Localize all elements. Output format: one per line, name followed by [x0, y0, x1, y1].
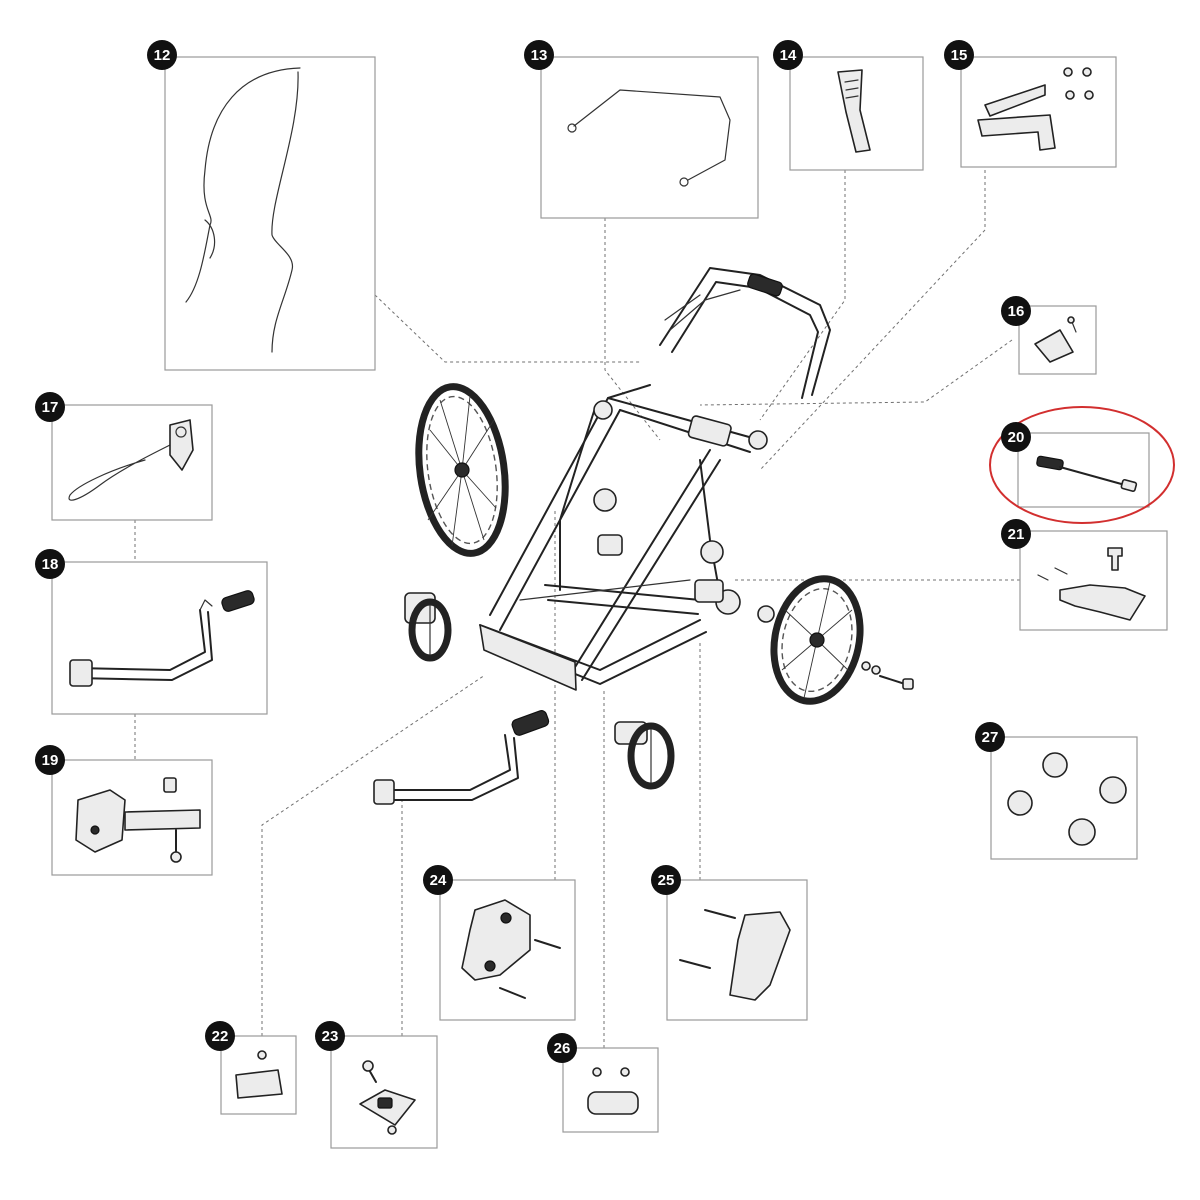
callout-badge-18: 18	[35, 549, 65, 579]
callout-number: 20	[1008, 429, 1025, 446]
callout-badge-14: 14	[773, 40, 803, 70]
highlight-circle-20	[989, 406, 1175, 524]
callout-badge-circle	[1001, 422, 1031, 452]
callout-badge-25: 25	[651, 865, 681, 895]
callout-number: 13	[531, 47, 548, 64]
part-box-12	[164, 56, 376, 371]
callout-number: 27	[982, 729, 999, 746]
callout-badge-circle	[547, 1033, 577, 1063]
left-rear-wheel	[415, 383, 509, 557]
callout-badge-circle	[944, 40, 974, 70]
callout-number: 23	[322, 1028, 339, 1045]
callout-number: 19	[42, 752, 59, 769]
callout-badge-22: 22	[205, 1021, 235, 1051]
callout-number: 18	[42, 556, 59, 573]
callout-number: 17	[42, 399, 59, 416]
callout-number: 12	[154, 47, 171, 64]
part-box-24	[439, 879, 576, 1021]
callout-badge-15: 15	[944, 40, 974, 70]
callout-badge-19: 19	[35, 745, 65, 775]
callout-badge-circle	[651, 865, 681, 895]
callout-number: 25	[658, 872, 675, 889]
callout-number: 15	[951, 47, 968, 64]
callout-badge-circle	[35, 549, 65, 579]
part-box-14	[789, 56, 924, 171]
callout-number: 24	[430, 872, 447, 889]
callout-badge-21: 21	[1001, 519, 1031, 549]
callout-badge-17: 17	[35, 392, 65, 422]
leader-lines	[134, 170, 1020, 1048]
part-box-19	[51, 759, 213, 876]
callout-badge-circle	[35, 745, 65, 775]
part-box-26	[562, 1047, 659, 1133]
callout-badge-circle	[773, 40, 803, 70]
callout-badge-26: 26	[547, 1033, 577, 1063]
callout-badge-23: 23	[315, 1021, 345, 1051]
callout-badges: 12 13 14 15 16 17 18 19 20 21 22 23 24 25 26 27	[35, 40, 1031, 1063]
front-swivel-wheel-right	[614, 721, 675, 790]
callout-badge-circle	[1001, 519, 1031, 549]
callout-number: 14	[780, 47, 797, 64]
callout-badge-circle	[1001, 296, 1031, 326]
part-box-21	[1019, 530, 1168, 631]
callout-number: 22	[212, 1028, 229, 1045]
part-box-13	[540, 56, 759, 219]
callout-badge-27: 27	[975, 722, 1005, 752]
right-rear-wheel	[770, 575, 864, 705]
part-box-18	[51, 561, 268, 715]
callout-badge-circle	[524, 40, 554, 70]
callout-badge-circle	[423, 865, 453, 895]
callout-badge-12: 12	[147, 40, 177, 70]
part-box-20	[1017, 432, 1150, 508]
callout-badge-20: 20	[1001, 422, 1031, 452]
callout-badge-circle	[35, 392, 65, 422]
callout-badge-13: 13	[524, 40, 554, 70]
part-box-25	[666, 879, 808, 1021]
callout-number: 26	[554, 1040, 571, 1057]
callout-badge-circle	[205, 1021, 235, 1051]
callout-badge-24: 24	[423, 865, 453, 895]
callout-badge-16: 16	[1001, 296, 1031, 326]
part-box-27	[990, 736, 1138, 860]
part-box-17	[51, 404, 213, 521]
part-box-22	[220, 1035, 297, 1115]
part-box-23	[330, 1035, 438, 1149]
callout-number: 21	[1008, 526, 1025, 543]
part-box-16	[1018, 305, 1097, 375]
callout-number: 16	[1008, 303, 1025, 320]
callout-badge-circle	[315, 1021, 345, 1051]
stroller-frame-assembly	[373, 267, 914, 805]
stroller-arm-attachment	[373, 710, 550, 805]
callout-badge-circle	[975, 722, 1005, 752]
part-box-15	[960, 56, 1117, 168]
front-swivel-wheel-left	[404, 592, 452, 662]
callout-badge-circle	[147, 40, 177, 70]
